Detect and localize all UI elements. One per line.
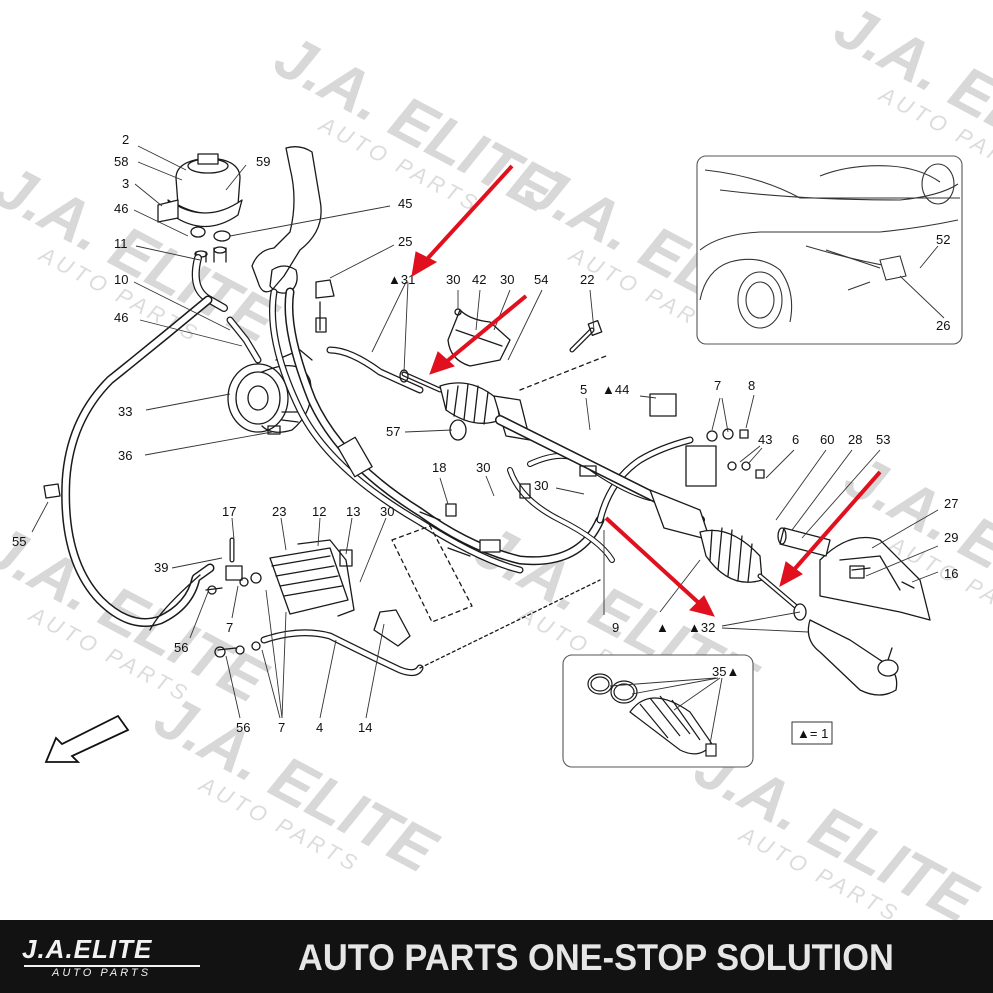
red-arrow-32 — [604, 516, 715, 617]
callout-label: 30 — [380, 504, 394, 519]
vehicle-inset — [696, 155, 963, 345]
callout-label: 43 — [758, 432, 772, 447]
callout-label: 56 — [236, 720, 250, 735]
callout-label: 8 — [748, 378, 755, 393]
callout-label: 26 — [936, 318, 950, 333]
callout-label: 33 — [118, 404, 132, 419]
callout-label: 27 — [944, 496, 958, 511]
red-arrow-rack — [429, 294, 528, 375]
callout-label: 7 — [226, 620, 233, 635]
forward-arrow — [44, 714, 130, 763]
fluid-reservoir — [157, 153, 243, 263]
callout-label: 55 — [12, 534, 26, 549]
callout-label: 42 — [472, 272, 486, 287]
dashed-group — [391, 525, 473, 623]
callout-label: 30 — [500, 272, 514, 287]
callout-label: 14 — [358, 720, 372, 735]
callout-label: 17 — [222, 504, 236, 519]
callout-label: 60 — [820, 432, 834, 447]
red-arrow-31 — [411, 164, 514, 277]
callout-label: 53 — [876, 432, 890, 447]
watermark-brand: J.A. ELITE — [143, 681, 448, 887]
callout-label: 4 — [316, 720, 323, 735]
callout-label: 30 — [476, 460, 490, 475]
footer-banner: J.A.ELITE AUTO PARTS AUTO PARTS ONE-STOP… — [0, 920, 993, 993]
callout-label: 23 — [272, 504, 286, 519]
callout-label: ▲44 — [602, 382, 629, 397]
damper — [777, 527, 831, 557]
callout-label: 59 — [256, 154, 270, 169]
dashed-leader — [519, 355, 607, 391]
callout-label: 35▲ — [712, 664, 739, 679]
brand-underline — [24, 965, 200, 967]
brand-logo: J.A.ELITE AUTO PARTS — [22, 934, 212, 980]
callout-label: 7 — [714, 378, 721, 393]
callout-label: 9 — [612, 620, 619, 635]
brand-subtitle: AUTO PARTS — [52, 967, 152, 979]
callout-label: 16 — [944, 566, 958, 581]
fluid-cooler — [269, 539, 355, 617]
callout-label: 3 — [122, 176, 129, 191]
dashed-leader — [419, 579, 601, 669]
callout-label: ▲32 — [688, 620, 715, 635]
diagram-area: J.A. ELITE AUTO PARTS J.A. ELITE AUTO PA… — [0, 0, 993, 920]
callout-labels: 2 58 59 3 46 45 11 25 10 ▲31 30 42 30 54… — [12, 132, 958, 735]
legend-box: ▲= 1 — [791, 721, 833, 745]
callout-label: 18 — [432, 460, 446, 475]
callout-label: 12 — [312, 504, 326, 519]
heat-shield — [819, 536, 931, 621]
callout-label: 46 — [114, 201, 128, 216]
callout-label: ▲31 — [388, 272, 415, 287]
callout-label: 36 — [118, 448, 132, 463]
steering-rack — [326, 346, 807, 621]
callout-label: 39 — [154, 560, 168, 575]
callout-label: 45 — [398, 196, 412, 211]
boot-kit-inset — [562, 654, 754, 768]
callout-label: 13 — [346, 504, 360, 519]
callout-label: 46 — [114, 310, 128, 325]
callout-label: 11 — [114, 236, 128, 251]
callout-label: 54 — [534, 272, 548, 287]
callout-label: 10 — [114, 272, 128, 287]
callout-label: 30 — [446, 272, 460, 287]
callout-label: 28 — [848, 432, 862, 447]
callout-label: 30 — [534, 478, 548, 493]
parts-drawing — [43, 146, 931, 696]
callout-label: 58 — [114, 154, 128, 169]
steering-system-diagram: J.A. ELITE AUTO PARTS J.A. ELITE AUTO PA… — [0, 0, 993, 920]
red-pointer-arrows — [411, 164, 882, 617]
callout-label: 7 — [278, 720, 285, 735]
callout-label: 56 — [174, 640, 188, 655]
legend-text: ▲= 1 — [797, 726, 828, 741]
callout-label: 6 — [792, 432, 799, 447]
callout-label: 57 — [386, 424, 400, 439]
leader-lines — [31, 145, 945, 745]
callout-label: 25 — [398, 234, 412, 249]
callout-label: 2 — [122, 132, 129, 147]
red-arrow-tierod — [779, 470, 882, 587]
tagline: AUTO PARTS ONE-STOP SOLUTION — [298, 937, 894, 978]
callout-label: 22 — [580, 272, 594, 287]
fittings — [43, 308, 765, 658]
callout-label: 29 — [944, 530, 958, 545]
callout-label: ▲ — [656, 620, 669, 635]
hose-lines — [61, 254, 694, 677]
callout-label: 5 — [580, 382, 587, 397]
callout-label: 52 — [936, 232, 950, 247]
tie-rod-end — [807, 619, 899, 696]
power-steering-pump — [227, 349, 313, 435]
brand-name: J.A.ELITE — [22, 934, 153, 964]
